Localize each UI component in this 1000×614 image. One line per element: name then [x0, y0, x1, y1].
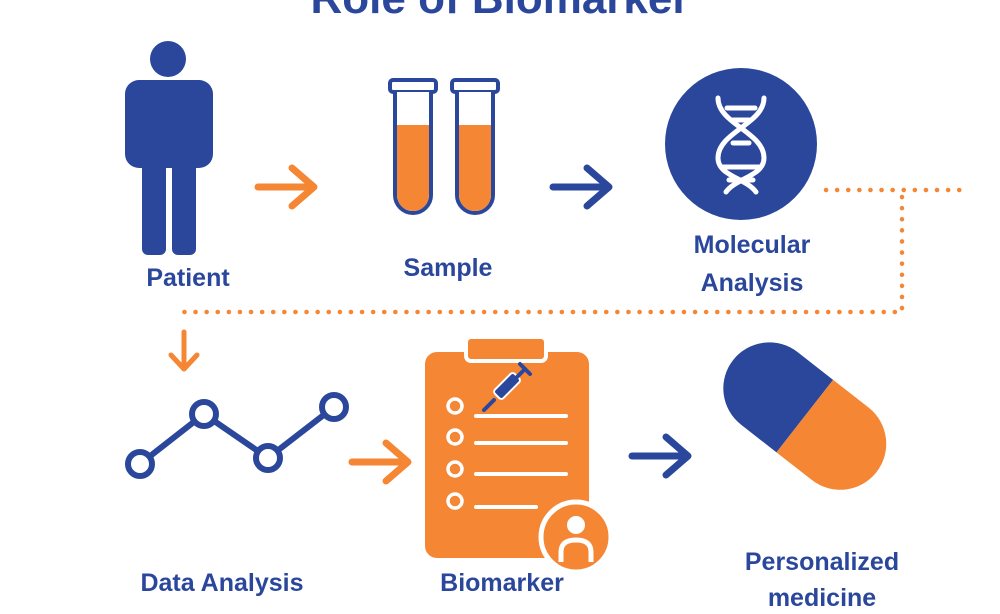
- test-tubes-icon: [388, 78, 500, 215]
- step-label-biomarker: Biomarker: [440, 569, 564, 597]
- step-label-medicine: medicine: [767, 584, 877, 612]
- syringe-icon: [482, 362, 532, 412]
- step-label-molecular: Molecular: [693, 231, 811, 259]
- clipboard-icon: [425, 335, 589, 558]
- step-label-data-analysis: Data Analysis: [140, 569, 304, 597]
- diagram-title: Role of Biomarker: [0, 0, 1000, 22]
- arrow-right-icon: [628, 433, 692, 479]
- step-label-analysis: Analysis: [700, 269, 804, 297]
- step-label-sample: Sample: [403, 254, 493, 282]
- person-icon: [125, 41, 213, 255]
- step-label-personalized: Personalized: [744, 548, 900, 576]
- line-chart-icon: [125, 392, 349, 479]
- arrow-right-icon: [254, 164, 318, 210]
- biomarker-flow-diagram: [125, 41, 969, 575]
- dna-icon: [665, 68, 817, 220]
- dotted-connector: [177, 187, 969, 315]
- user-badge-icon: [538, 499, 614, 575]
- capsule-icon: [723, 342, 887, 490]
- arrow-down-icon: [168, 329, 200, 372]
- step-label-patient: Patient: [146, 264, 230, 292]
- arrow-right-icon: [348, 439, 412, 485]
- arrow-right-icon: [549, 164, 613, 210]
